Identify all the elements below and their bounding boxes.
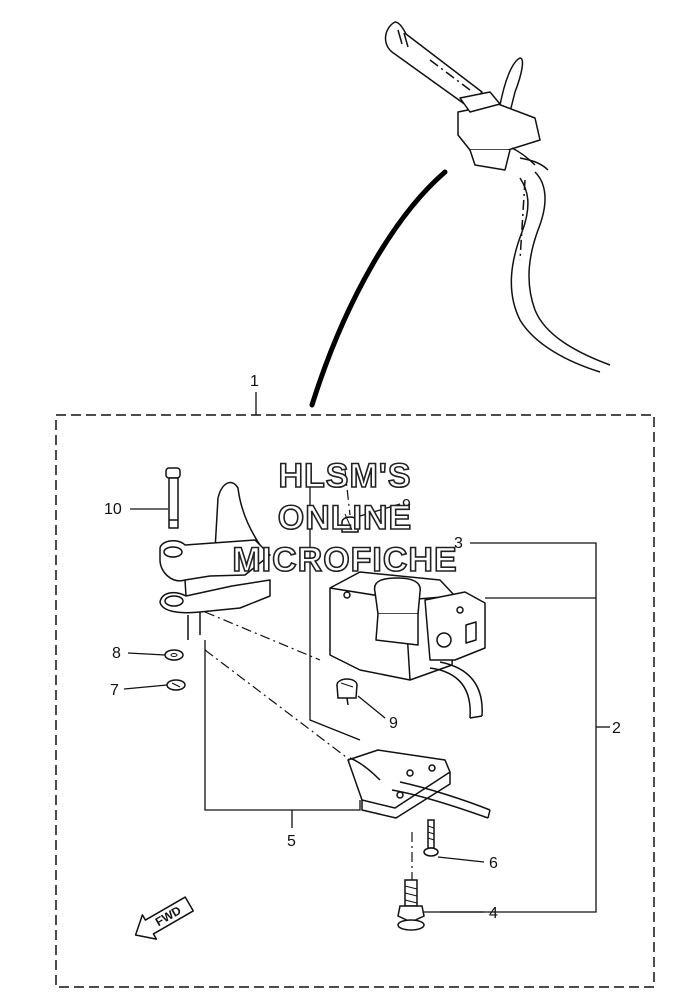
- callout-1: 1: [250, 373, 259, 390]
- screw-9-bottom: [336, 678, 358, 706]
- watermark: HLSM'S ONLINE MICROFICHE: [232, 456, 458, 580]
- watermark-line-2: ONLINE: [278, 499, 412, 537]
- callout-4: 4: [489, 905, 498, 922]
- handlebar-assembly: [384, 21, 611, 373]
- bolt-4: [397, 879, 425, 931]
- callout-3: 3: [454, 535, 463, 552]
- callout-10: 10: [104, 501, 122, 518]
- callout-5: 5: [287, 833, 296, 850]
- callout-9-lower: 9: [389, 715, 398, 732]
- fwd-arrow-icon: FWD: [134, 896, 194, 940]
- callout-brackets: [123, 470, 610, 913]
- watermark-line-3: MICROFICHE: [232, 541, 457, 579]
- callout-9-upper: 9: [402, 497, 411, 514]
- callout-7: 7: [110, 682, 119, 699]
- screw-9-top: [341, 513, 359, 533]
- leader-line: [309, 169, 448, 408]
- washer-8: [164, 649, 184, 661]
- callout-6: 6: [489, 855, 498, 872]
- lever-bracket: [159, 467, 271, 640]
- screw-6: [423, 819, 439, 857]
- watermark-line-1: HLSM'S: [278, 457, 411, 495]
- callout-8: 8: [112, 645, 121, 662]
- callout-2: 2: [612, 720, 621, 737]
- cable-clamp: [347, 749, 491, 819]
- switch-body: [329, 571, 486, 719]
- assembly-guides: [204, 469, 413, 880]
